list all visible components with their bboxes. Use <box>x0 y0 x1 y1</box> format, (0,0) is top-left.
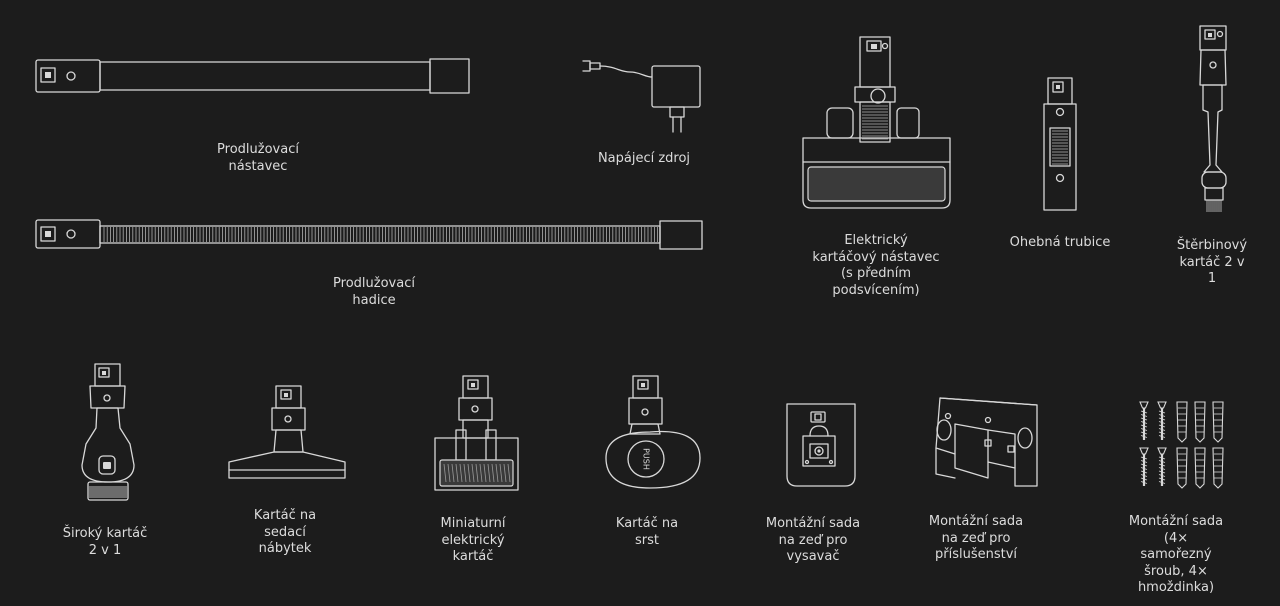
extension-tube-icon <box>35 58 470 94</box>
label-mini-electric-brush: Miniaturní elektrický kartáč <box>440 516 506 564</box>
pet-brush-push-text: PUSH <box>642 448 651 470</box>
wall-mount-vacuum-icon <box>786 403 856 487</box>
label-electric-brush: Elektrický kartáčový nástavec (s předním… <box>812 233 940 298</box>
label-wall-mount-vacuum: Montážní sada na zeď pro vysavač <box>765 516 861 564</box>
label-power-adapter: Napájecí zdroj <box>597 151 691 166</box>
flexible-tube-icon <box>1043 77 1077 211</box>
label-screw-kit: Montážní sada (4× samořezný šroub, 4× hm… <box>1128 514 1224 595</box>
pet-hair-brush-icon: PUSH <box>605 375 701 489</box>
label-wide-brush: Široký kartáč 2 v 1 <box>62 526 148 558</box>
power-adapter-icon <box>582 60 701 133</box>
label-upholstery-brush: Kartáč na sedací nábytek <box>253 508 317 556</box>
wide-brush-icon <box>81 363 135 501</box>
mini-electric-brush-icon <box>434 375 519 491</box>
label-extension-hose: Prodlužovací hadice <box>333 276 415 308</box>
wall-mount-accessories-icon <box>935 397 1038 487</box>
label-wall-mount-accessories: Montážní sada na zeď pro příslušenství <box>928 514 1024 562</box>
label-extension-tube: Prodlužovací nástavec <box>217 142 299 174</box>
label-flexible-tube: Ohebná trubice <box>1009 235 1111 250</box>
label-pet-brush: Kartáč na srst <box>615 516 679 548</box>
extension-hose-icon <box>35 219 703 250</box>
crevice-brush-icon <box>1199 25 1227 212</box>
upholstery-brush-icon <box>228 385 346 479</box>
label-crevice-brush: Štěrbinový kartáč 2 v 1 <box>1176 238 1248 286</box>
electric-brush-head-icon <box>802 36 951 209</box>
screws-and-anchors-icon <box>1139 401 1224 489</box>
